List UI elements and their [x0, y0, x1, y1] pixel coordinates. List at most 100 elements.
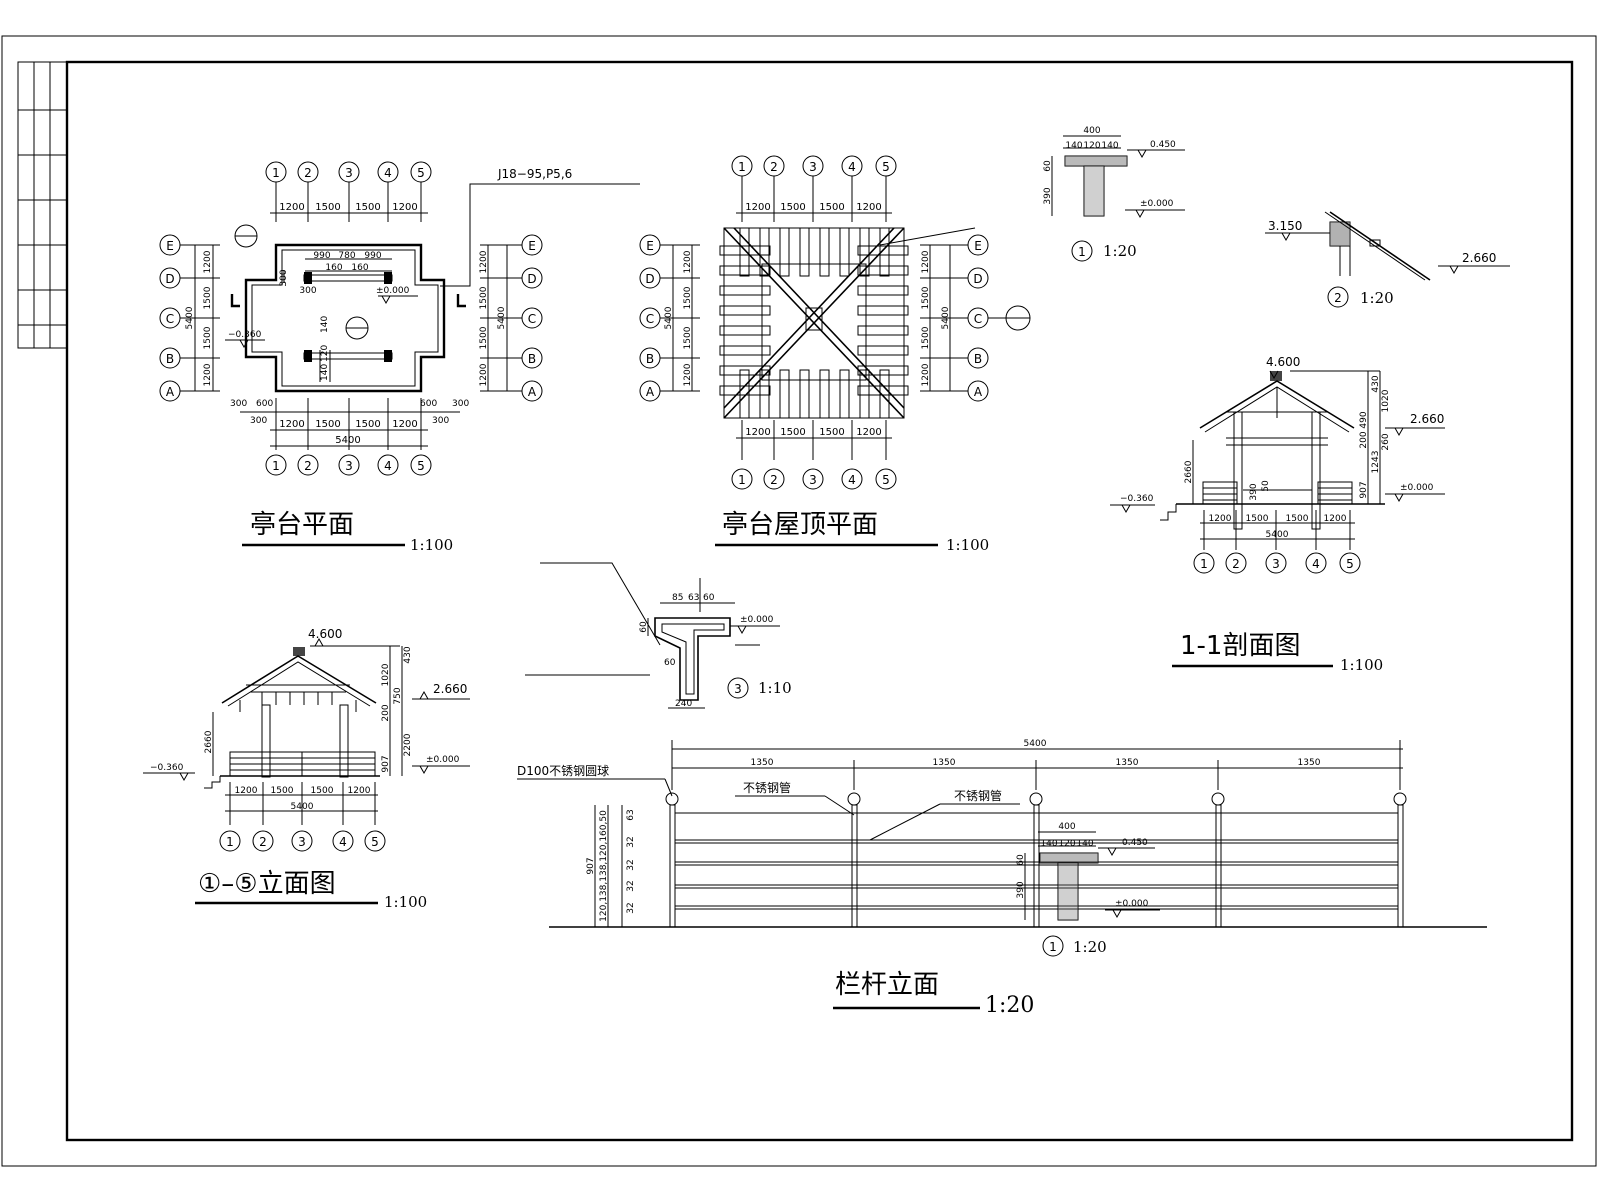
plan-right-axis-bubbles: E D C B A	[521, 234, 543, 402]
elevation-roof	[221, 655, 377, 712]
svg-text:A: A	[974, 385, 983, 399]
svg-text:D: D	[973, 272, 982, 286]
svg-text:2.660: 2.660	[433, 682, 467, 696]
svg-text:140: 140	[320, 316, 330, 333]
svg-text:5400: 5400	[941, 306, 951, 329]
svg-text:1500: 1500	[683, 326, 693, 349]
svg-text:C: C	[646, 312, 654, 326]
svg-text:400: 400	[1058, 822, 1075, 832]
svg-text:430: 430	[403, 646, 413, 663]
svg-text:1500: 1500	[1286, 514, 1309, 524]
svg-text:63: 63	[626, 809, 636, 820]
pavilion-roof-plan: 1 2 3 4 5 1200 1500 1500 1200 E D C B A	[639, 155, 1031, 554]
svg-text:5: 5	[882, 473, 890, 487]
svg-text:1243: 1243	[1371, 451, 1381, 474]
svg-text:1500: 1500	[315, 202, 340, 213]
svg-text:3: 3	[809, 473, 817, 487]
svg-text:32: 32	[626, 859, 636, 870]
detail-3: 85 63 60 60 60 ±0.000 240 3 1:10	[525, 562, 792, 709]
svg-text:3: 3	[345, 166, 353, 180]
roof-right-dimensions: 1200 1500 1500 1200 5400	[920, 244, 968, 392]
pavilion-plan: 1 2 3 4 5 1200 1500 1500 1200 J18−95,P5,…	[159, 161, 640, 554]
svg-text:2: 2	[770, 160, 778, 174]
side-title-block	[17, 61, 68, 349]
svg-text:120: 120	[1083, 141, 1100, 151]
svg-text:390: 390	[1016, 881, 1026, 898]
svg-text:±0.000: ±0.000	[1140, 199, 1174, 209]
elevation-axis-bubbles: 1 2 3 4 5	[219, 830, 386, 852]
svg-text:4: 4	[384, 166, 392, 180]
svg-text:D: D	[165, 272, 174, 286]
svg-text:1500: 1500	[271, 786, 294, 796]
railing-title: 栏杆立面 1:20	[833, 970, 1034, 1018]
svg-text:140: 140	[1101, 141, 1118, 151]
section-columns	[1233, 411, 1321, 530]
svg-text:200: 200	[1359, 431, 1369, 448]
svg-text:D: D	[645, 272, 654, 286]
svg-text:1020: 1020	[1381, 389, 1391, 412]
svg-text:1: 1	[1078, 245, 1086, 259]
svg-text:300: 300	[279, 269, 289, 286]
svg-text:300: 300	[230, 399, 247, 409]
svg-text:亭台屋顶平面: 亭台屋顶平面	[722, 510, 878, 540]
svg-text:1200: 1200	[479, 250, 489, 273]
svg-text:A: A	[528, 385, 537, 399]
svg-text:300: 300	[250, 416, 267, 426]
section-left-dims: 2660 −0.360	[1110, 440, 1194, 514]
railing-top-dims: 5400 1350 1350 1350 1350	[671, 739, 1403, 790]
roof-top-axis-bubbles: 1 2 3 4 5	[731, 155, 897, 177]
svg-text:栏杆立面: 栏杆立面	[835, 970, 939, 1000]
roof-top-dimensions: 1200 1500 1500 1200	[736, 176, 892, 222]
svg-text:1500: 1500	[479, 286, 489, 309]
svg-text:1500: 1500	[479, 326, 489, 349]
svg-text:1500: 1500	[1246, 514, 1269, 524]
railing-pipes	[675, 812, 1398, 910]
svg-text:2: 2	[1334, 291, 1342, 305]
svg-text:907: 907	[1359, 481, 1369, 498]
svg-text:1200: 1200	[392, 202, 417, 213]
svg-text:1020: 1020	[381, 663, 391, 686]
svg-text:2: 2	[1232, 557, 1240, 571]
svg-text:3: 3	[809, 160, 817, 174]
svg-text:300: 300	[452, 399, 469, 409]
svg-text:990: 990	[364, 251, 381, 261]
svg-text:2: 2	[304, 166, 312, 180]
svg-text:1: 1	[226, 835, 234, 849]
section-1-1: 4.600 390 50	[1110, 355, 1445, 674]
section-benches: 390 50	[1202, 480, 1353, 505]
svg-text:1350: 1350	[1116, 758, 1139, 768]
svg-text:2200: 2200	[403, 733, 413, 756]
svg-text:60: 60	[1016, 854, 1026, 866]
svg-text:5400: 5400	[497, 306, 507, 329]
svg-text:5: 5	[1346, 557, 1354, 571]
svg-text:1500: 1500	[203, 286, 213, 309]
svg-text:0.450: 0.450	[1122, 838, 1148, 848]
svg-text:1200: 1200	[203, 363, 213, 386]
svg-text:140: 140	[1040, 839, 1057, 849]
svg-text:1:20: 1:20	[985, 993, 1034, 1018]
plan-right-dimensions: 1200 1500 1500 1200 5400	[479, 244, 522, 392]
svg-text:1200: 1200	[348, 786, 371, 796]
svg-text:1500: 1500	[355, 202, 380, 213]
svg-text:907: 907	[586, 857, 596, 874]
svg-text:60: 60	[703, 593, 715, 603]
svg-text:1350: 1350	[1298, 758, 1321, 768]
plan-left-axis-bubbles: E D C B A	[159, 234, 181, 402]
svg-text:2: 2	[770, 473, 778, 487]
railing-inset-detail: 400 140 120 140 60 390 0.450 ±0.000 1 1:…	[1016, 822, 1160, 957]
svg-text:E: E	[528, 239, 536, 253]
svg-text:1200: 1200	[479, 363, 489, 386]
svg-text:2660: 2660	[1184, 460, 1194, 483]
svg-text:1:20: 1:20	[1360, 289, 1394, 307]
svg-text:85: 85	[672, 593, 683, 603]
svg-text:−0.360: −0.360	[150, 763, 184, 773]
svg-text:4: 4	[384, 459, 392, 473]
svg-text:E: E	[166, 239, 174, 253]
svg-text:5400: 5400	[1024, 739, 1047, 749]
svg-text:2: 2	[259, 835, 267, 849]
svg-text:160: 160	[325, 263, 342, 273]
svg-text:3: 3	[345, 459, 353, 473]
svg-text:5: 5	[371, 835, 379, 849]
svg-text:A: A	[166, 385, 175, 399]
